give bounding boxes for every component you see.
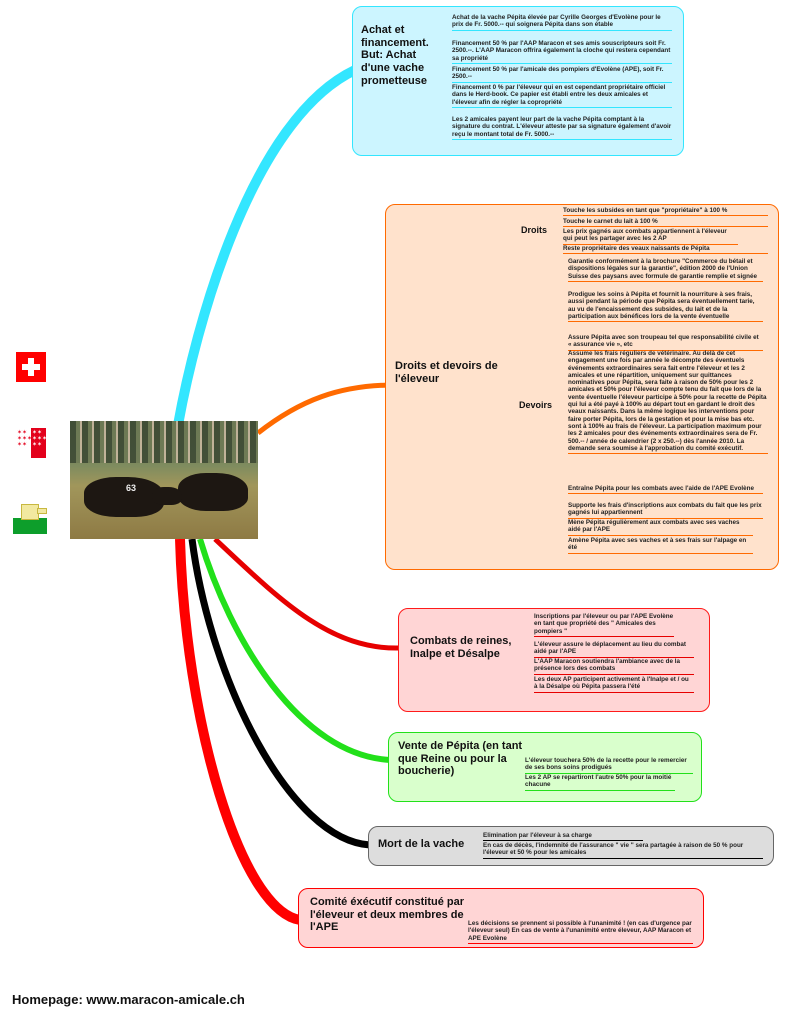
valais-flag-icon: ✶✶✶✶✶✶✶ ✶✶✶✶✶✶✶ (16, 428, 46, 458)
devoirs-leaf-4: Assume les frais réguliers de vétérinair… (568, 350, 768, 455)
devoirs-leaf-6: Supporte les frais d'inscriptions aux co… (568, 502, 763, 519)
homepage-footer: Homepage: www.maracon-amicale.ch (12, 992, 245, 1007)
mort-leaf-1: Elimination par l'éleveur à sa charge (483, 832, 643, 842)
devoirs-leaf-5: Entraîne Pépita pour les combats avec l'… (568, 485, 763, 495)
branch-droits-cloud (385, 204, 779, 570)
combats-leaf-1: Inscriptions par l'éleveur ou par l'APE … (534, 613, 674, 637)
fire-hydrant-icon (13, 500, 47, 534)
branch-droits-title[interactable]: Droits et devoirs de l'éleveur (395, 360, 498, 385)
devoirs-leaf-2: Prodigue les soins à Pépita et fournit l… (568, 291, 763, 323)
central-cow-photo: 63 (70, 421, 258, 539)
achat-leaf-4: Financement 0 % par l'éleveur qui en est… (452, 84, 672, 108)
swiss-flag-icon (16, 352, 46, 382)
branch-combats-title[interactable]: Combats de reines, Inalpe et Désalpe (410, 635, 512, 660)
achat-leaf-1: Achat de la vache Pépita élevée par Cyri… (452, 14, 672, 31)
branch-mort-cloud (368, 826, 774, 866)
vente-leaf-1: L'éleveur touchera 50% de la recette pou… (525, 757, 693, 774)
combats-leaf-2: L'éleveur assure le déplacement au lieu … (534, 641, 694, 658)
branch-mort-title[interactable]: Mort de la vache (378, 838, 465, 850)
branch-achat-title[interactable]: Achat et financement. But: Achat d'une v… (361, 24, 429, 87)
branch-achat-cloud (352, 6, 684, 156)
connector-droits (256, 382, 396, 435)
droits-leaf-1: Touche les subsides en tant que "proprié… (563, 207, 768, 217)
connector-combats (213, 537, 401, 651)
droits-leaf-4: Reste propriétaire des veaux naissants d… (563, 245, 768, 255)
connector-achat (173, 65, 360, 430)
combats-leaf-3: L'AAP Maracon soutiendra l'ambiance avec… (534, 658, 694, 675)
connector-vente (197, 538, 391, 763)
combats-leaf-4: Les deux AP participent activement à l'I… (534, 676, 694, 693)
mort-leaf-2: En cas de décès, l'indemnité de l'assura… (483, 842, 763, 859)
connector-comite (175, 538, 302, 925)
branch-vente-title[interactable]: Vente de Pépita (en tant que Reine ou po… (398, 740, 523, 778)
droits-leaf-2: Touche le carnet du lait à 100 % (563, 218, 768, 228)
droits-subtitle[interactable]: Droits (521, 225, 548, 235)
branch-combats-cloud (398, 608, 710, 712)
comite-leaf-1: Les décisions se prennent si possible à … (468, 920, 693, 944)
devoirs-subtitle[interactable]: Devoirs (519, 400, 553, 410)
achat-leaf-5: Les 2 amicales payent leur part de la va… (452, 116, 672, 140)
branch-comite-title[interactable]: Comité éxécutif constitué par l'éleveur … (310, 896, 465, 934)
vente-leaf-2: Les 2 AP se repartiront l'autre 50% pour… (525, 774, 675, 791)
connector-mort (188, 538, 371, 849)
devoirs-leaf-8: Amène Pépita avec ses vaches et à ses fr… (568, 537, 753, 554)
branch-comite-cloud (298, 888, 704, 948)
devoirs-leaf-3: Assure Pépita avec son troupeau tel que … (568, 334, 763, 351)
droits-leaf-3: Les prix gagnés aux combats appartiennen… (563, 228, 738, 245)
achat-leaf-3: Financement 50 % par l'amicale des pompi… (452, 66, 672, 83)
devoirs-leaf-1: Garantie conformément à la brochure "Com… (568, 258, 763, 282)
devoirs-leaf-7: Mène Pépita régulièrement aux combats av… (568, 519, 753, 536)
achat-leaf-2: Financement 50 % par l'AAP Maracon et se… (452, 40, 672, 64)
